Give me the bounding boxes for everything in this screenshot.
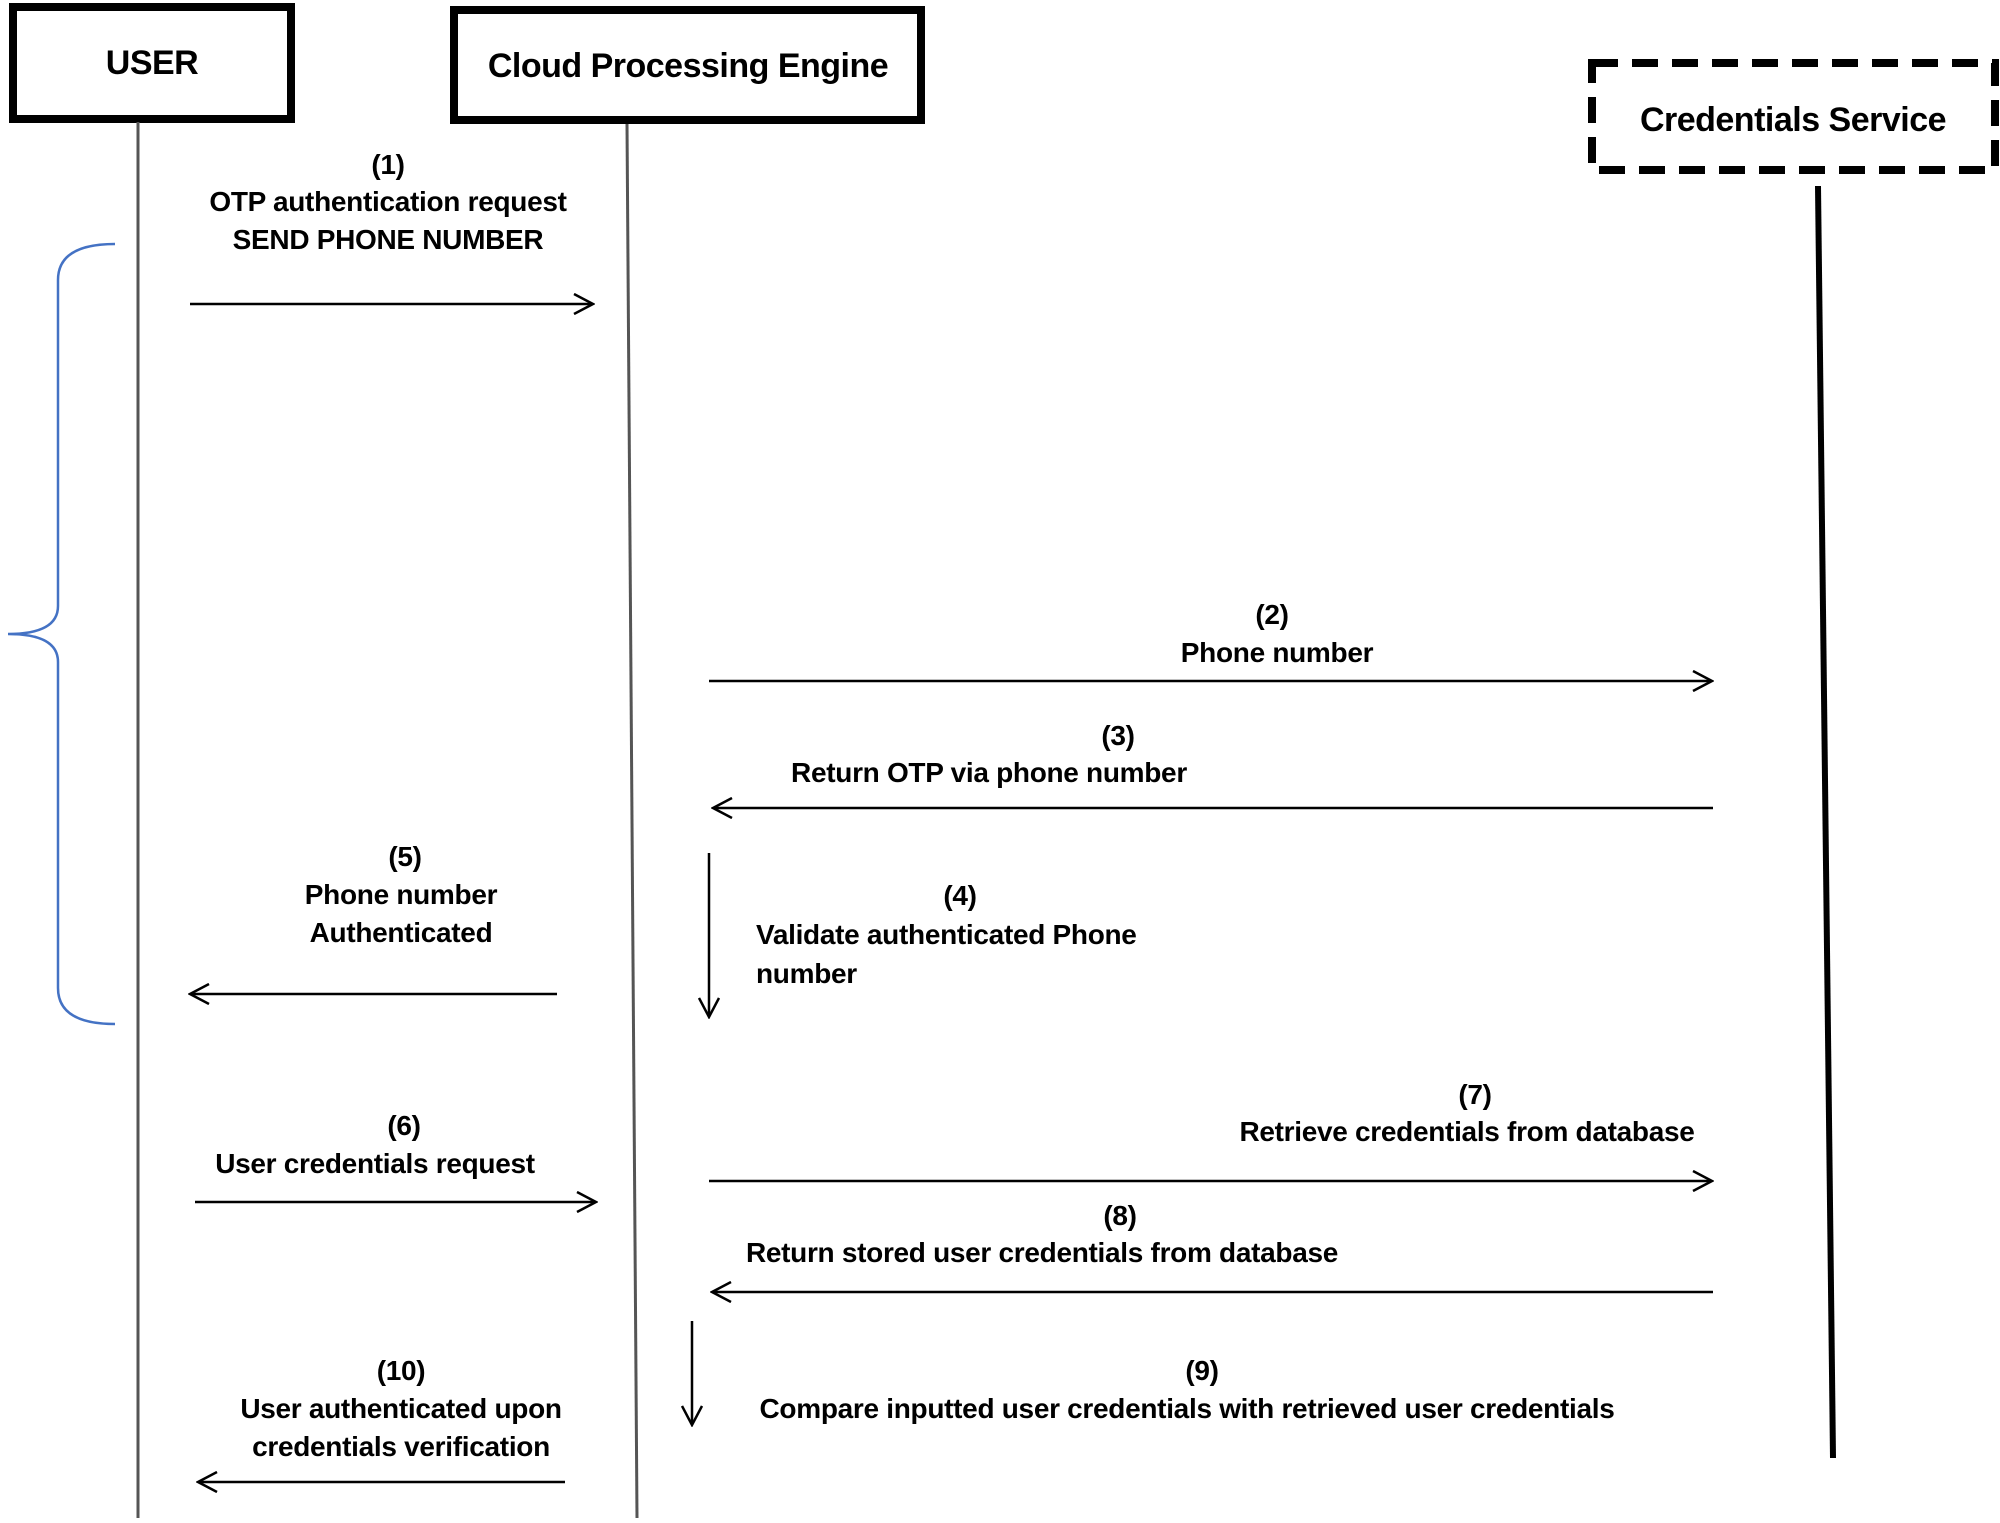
message-5: (5) Phone number Authenticated [190,841,557,994]
message-3: (3) Return OTP via phone number [713,720,1713,808]
participant-cloud-processing-engine: Cloud Processing Engine [450,6,925,124]
message-1-number: (1) [371,149,404,180]
message-10-text: User authenticated upon [240,1393,561,1424]
otp-phase-brace [7,242,116,1026]
message-6-number: (6) [387,1110,420,1141]
user-box [9,3,295,123]
user-label: USER [106,44,198,82]
message-2: (2) Phone number [709,599,1712,681]
participant-user: USER [9,3,295,123]
credentials-label: Credentials Service [1640,101,1946,139]
message-3-text: Return OTP via phone number [791,757,1187,788]
message-7: (7) Retrieve credentials from database [709,1079,1712,1181]
message-8-number: (8) [1103,1200,1136,1231]
message-1: (1) OTP authentication request SEND PHON… [190,149,593,304]
message-7-text: Retrieve credentials from database [1239,1116,1694,1147]
message-5-number: (5) [388,841,421,872]
message-4-text: Validate authenticated Phone [756,919,1137,950]
message-4-number: (4) [943,880,976,911]
message-7-number: (7) [1458,1079,1491,1110]
message-6: (6) User credentials request [195,1110,596,1202]
participant-credentials-service: Credentials Service [1588,59,1999,174]
message-9: (9) Compare inputted user credentials wi… [692,1321,1615,1425]
message-9-text: Compare inputted user credentials with r… [760,1393,1615,1424]
message-5-text: Phone number [305,879,498,910]
credentials-lifeline [1815,185,1836,1459]
message-10: (10) User authenticated upon credentials… [198,1355,565,1482]
message-6-text: User credentials request [215,1148,535,1179]
message-2-text: Phone number [1181,637,1374,668]
message-3-number: (3) [1101,720,1134,751]
message-4: (4) Validate authenticated Phone number [709,853,1137,1017]
message-5-text-2: Authenticated [310,917,493,948]
message-10-number: (10) [377,1355,426,1386]
message-2-number: (2) [1255,599,1288,630]
message-1-text: OTP authentication request [209,186,566,217]
message-10-text-2: credentials verification [252,1431,550,1462]
credentials-box [1588,59,1999,174]
cloud-lifeline [625,123,639,1519]
message-8-text: Return stored user credentials from data… [746,1237,1338,1268]
message-4-text-2: number [756,958,857,989]
cloud-label: Cloud Processing Engine [488,47,888,85]
message-1-text-2: SEND PHONE NUMBER [233,224,544,255]
message-8: (8) Return stored user credentials from … [712,1200,1713,1292]
cloud-box [450,6,925,124]
message-9-number: (9) [1185,1355,1218,1386]
